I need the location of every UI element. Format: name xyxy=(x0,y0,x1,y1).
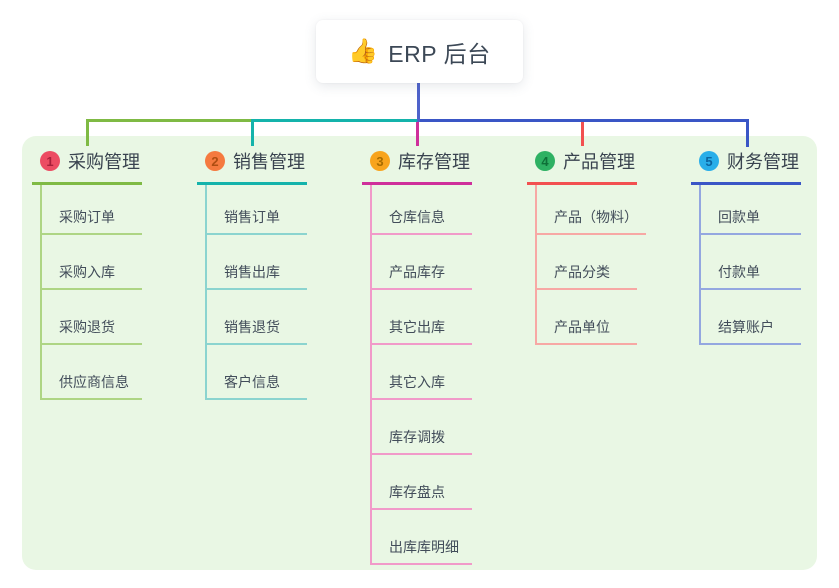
connector-rail-left-teal xyxy=(251,119,418,122)
node-item[interactable]: 销售退货 xyxy=(207,290,307,345)
branch-children: 销售订单 销售出库 销售退货 客户信息 xyxy=(205,185,307,400)
node-item[interactable]: 客户信息 xyxy=(207,345,307,400)
node-item[interactable]: 产品库存 xyxy=(372,235,472,290)
branch-label: 财务管理 xyxy=(727,152,799,172)
branch-number-badge: 5 xyxy=(699,151,719,171)
connector-stub-finance xyxy=(746,119,749,147)
branch-finance: 5 财务管理 回款单 付款单 结算账户 xyxy=(691,148,801,345)
node-item[interactable]: 产品单位 xyxy=(537,290,637,345)
connector-stub-sales xyxy=(251,119,254,146)
node-item[interactable]: 供应商信息 xyxy=(42,345,142,400)
branch-purchase: 1 采购管理 采购订单 采购入库 采购退货 供应商信息 xyxy=(32,148,142,400)
node-item[interactable]: 采购退货 xyxy=(42,290,142,345)
branch-children: 采购订单 采购入库 采购退货 供应商信息 xyxy=(40,185,142,400)
node-item[interactable]: 其它入库 xyxy=(372,345,472,400)
node-item[interactable]: 销售出库 xyxy=(207,235,307,290)
branch-number-badge: 3 xyxy=(370,151,390,171)
branch-children: 仓库信息 产品库存 其它出库 其它入库 库存调拨 库存盘点 出库库明细 xyxy=(370,185,472,565)
branch-header-finance[interactable]: 5 财务管理 xyxy=(691,148,801,185)
node-item[interactable]: 库存调拨 xyxy=(372,400,472,455)
thumbs-up-icon: 👍 xyxy=(348,37,379,65)
node-item[interactable]: 采购订单 xyxy=(42,185,142,235)
branch-label: 产品管理 xyxy=(563,152,635,172)
node-item[interactable]: 其它出库 xyxy=(372,290,472,345)
branch-product: 4 产品管理 产品（物料） 产品分类 产品单位 xyxy=(527,148,646,345)
node-item[interactable]: 产品（物料） xyxy=(537,185,646,235)
branches-panel xyxy=(22,136,817,570)
branch-number-badge: 1 xyxy=(40,151,60,171)
branch-header-sales[interactable]: 2 销售管理 xyxy=(197,148,307,185)
branch-header-product[interactable]: 4 产品管理 xyxy=(527,148,637,185)
connector-rail-right-blue xyxy=(417,119,749,122)
root-node[interactable]: 👍 ERP 后台 xyxy=(316,20,523,83)
branch-number-badge: 4 xyxy=(535,151,555,171)
branch-header-purchase[interactable]: 1 采购管理 xyxy=(32,148,142,185)
branch-label: 采购管理 xyxy=(68,152,140,172)
root-title: ERP 后台 xyxy=(388,40,491,67)
node-item[interactable]: 库存盘点 xyxy=(372,455,472,510)
connector-stub-inventory xyxy=(416,122,419,146)
branch-header-inventory[interactable]: 3 库存管理 xyxy=(362,148,472,185)
connector-trunk xyxy=(417,83,420,122)
branch-children: 产品（物料） 产品分类 产品单位 xyxy=(535,185,646,345)
node-item[interactable]: 销售订单 xyxy=(207,185,307,235)
node-item[interactable]: 付款单 xyxy=(701,235,801,290)
node-item[interactable]: 产品分类 xyxy=(537,235,637,290)
node-item[interactable]: 结算账户 xyxy=(701,290,801,345)
connector-stub-product xyxy=(581,119,584,146)
branch-label: 销售管理 xyxy=(233,152,305,172)
node-item[interactable]: 仓库信息 xyxy=(372,185,472,235)
branch-children: 回款单 付款单 结算账户 xyxy=(699,185,801,345)
connector-rail-left-green xyxy=(86,119,252,122)
branch-inventory: 3 库存管理 仓库信息 产品库存 其它出库 其它入库 库存调拨 库存盘点 出库库… xyxy=(362,148,472,565)
node-item[interactable]: 采购入库 xyxy=(42,235,142,290)
branch-sales: 2 销售管理 销售订单 销售出库 销售退货 客户信息 xyxy=(197,148,307,400)
connector-stub-purchase xyxy=(86,119,89,146)
node-item[interactable]: 回款单 xyxy=(701,185,801,235)
branch-label: 库存管理 xyxy=(398,152,470,172)
node-item[interactable]: 出库库明细 xyxy=(372,510,472,565)
branch-number-badge: 2 xyxy=(205,151,225,171)
